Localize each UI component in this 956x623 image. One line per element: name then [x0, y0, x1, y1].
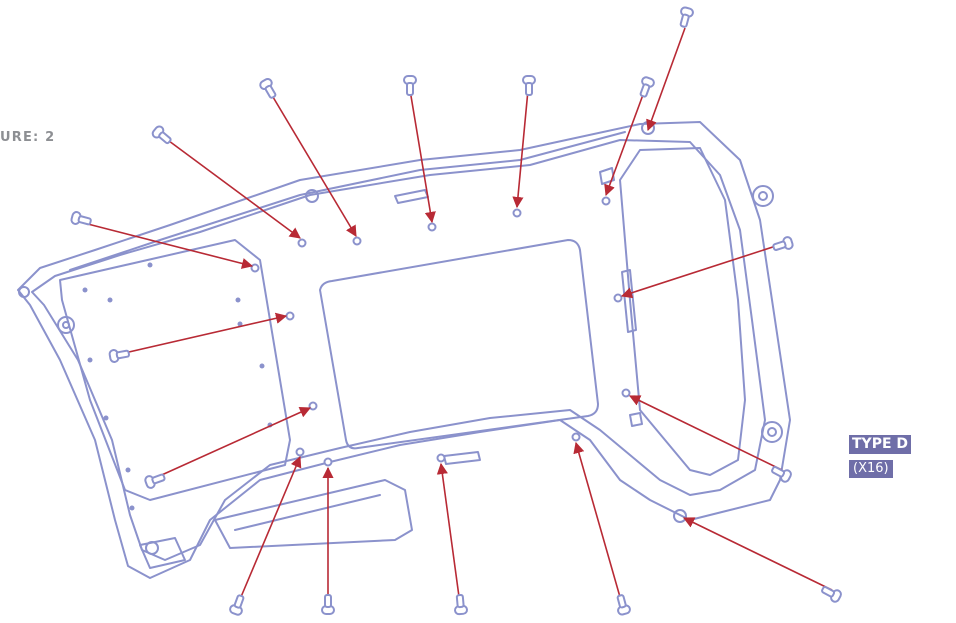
- screw-holes: [250, 196, 631, 467]
- door-panel-outline: [17, 121, 791, 579]
- screw-quantity-badge: (X16): [849, 460, 893, 478]
- screw-icon: [108, 346, 131, 364]
- screw-icon: [613, 592, 632, 617]
- screw-icon: [452, 593, 469, 616]
- screw-icon: [818, 582, 844, 605]
- screw-icon: [636, 75, 657, 100]
- screw-type-badge: TYPE D: [849, 435, 912, 454]
- screw-icon: [768, 462, 794, 485]
- screw-icon: [403, 75, 417, 96]
- screw-icon: [770, 235, 795, 255]
- screw-icon: [227, 592, 248, 617]
- panel-holes: [82, 262, 273, 511]
- screw-icon: [150, 123, 175, 148]
- screw-icon: [143, 470, 168, 491]
- screw-arrows: [79, 27, 833, 605]
- figure-label: URE: 2: [0, 130, 56, 145]
- screw-icon: [522, 75, 536, 96]
- screw-icons: [69, 5, 844, 617]
- screw-icon: [257, 76, 280, 101]
- screw-icon: [676, 5, 695, 30]
- screw-icon: [321, 594, 335, 615]
- screw-icon: [69, 210, 94, 229]
